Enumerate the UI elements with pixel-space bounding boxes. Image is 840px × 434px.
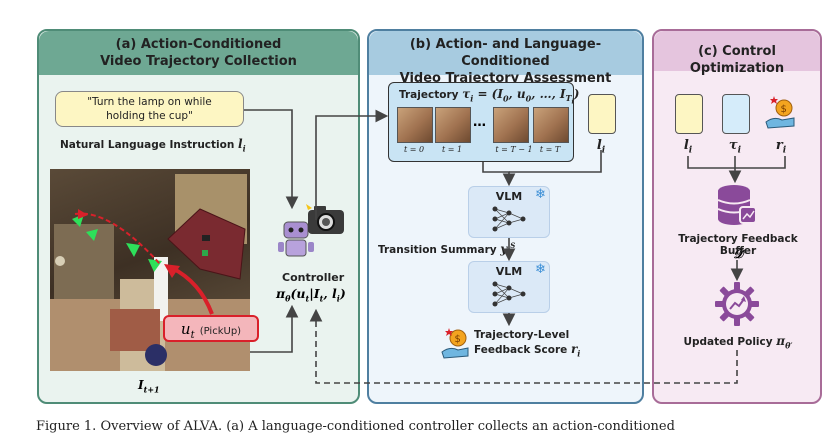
panel-b-title-line1: (b) Action- and Language-Conditioned: [409, 37, 602, 69]
database-icon: [717, 185, 757, 225]
buffer-label: Trajectory Feedback Buffer: [678, 233, 798, 257]
trajectory-ellipsis: …: [473, 115, 486, 130]
panel-c-header: (c) Control Optimization: [654, 31, 820, 76]
robot-icon: [278, 221, 314, 257]
arrow-policy-feedback-loop: [309, 308, 738, 384]
scene-red-chair: [167, 208, 246, 280]
snowflake-icon: ❄: [535, 187, 546, 202]
arrow-trajectory-to-vlm1: [482, 162, 516, 187]
scene-overlay: [55, 208, 246, 280]
trajectory-box: Trajectory τi = (I0, u0, …, ITi) … t = 0…: [388, 82, 579, 162]
scene-dark-spot: [202, 235, 210, 241]
trajectory-formula: Trajectory τi = (I0, u0, …, ITi): [399, 87, 580, 106]
feedback-score-label: Trajectory-Level Feedback Score ri: [474, 329, 581, 359]
instruction-card-b: [588, 94, 616, 134]
action-callout-arrow: [164, 264, 214, 315]
card-label-r: ri: [775, 138, 787, 156]
arrow-scene-to-controller: [250, 304, 299, 353]
gear-policy-icon: [715, 282, 759, 326]
policy-label: Updated Policy πθ′: [683, 334, 793, 351]
scene-green-marker-3: [126, 243, 140, 257]
figure-caption: Figure 1. Overview of ALVA. (a) A langua…: [36, 419, 675, 434]
instruction-text-line1: "Turn the lamp on while: [87, 96, 212, 108]
action-text: (PickUp): [199, 326, 242, 337]
controller-formula: πθ(ut|It, li): [276, 286, 346, 304]
scene-white-panel: [154, 257, 168, 321]
instruction-card-b-label: li: [596, 138, 606, 156]
reward-hand-icon: $: [441, 328, 469, 359]
trajectory-frame-t: [533, 107, 569, 143]
neural-net-icon: [492, 206, 526, 232]
scene-trajectory-path: [74, 212, 161, 265]
trajectory-frame-t-minus-1: [493, 107, 529, 143]
frame-label-1: t = 1: [441, 145, 463, 154]
frame-label-t-minus-1: t = T − 1: [495, 145, 533, 154]
svg-text:$: $: [455, 334, 461, 345]
arrow-instruction-to-controller: [244, 109, 299, 210]
panel-a-title-line2: Video Trajectory Collection: [100, 54, 297, 69]
buffer-symbol: 𝒟: [733, 247, 743, 261]
vlm-label-1: VLM: [495, 190, 523, 203]
camera-icon: [306, 204, 344, 234]
vlm-label-2: VLM: [495, 265, 523, 278]
action-symbol: u: [180, 320, 191, 338]
next-frame-label: It+1: [138, 378, 160, 395]
vlm-box-1: VLM ❄: [468, 186, 550, 238]
frame-label-t: t = T: [539, 145, 561, 154]
panel-b-header: (b) Action- and Language-Conditioned Vid…: [369, 31, 642, 86]
scene-round-object: [55, 256, 65, 266]
svg-text:$: $: [781, 104, 787, 115]
environment-scene-image: [50, 169, 250, 371]
snowflake-icon: ❄: [535, 262, 546, 277]
action-badge: ut (PickUp): [163, 315, 259, 342]
panel-a-header: (a) Action-Conditioned Video Trajectory …: [39, 31, 358, 75]
controller-label: Controller: [282, 271, 345, 284]
instruction-card-c: [675, 94, 703, 134]
arrow-instruction-to-vlm1: [509, 150, 602, 173]
instruction-caption: Natural Language Instruction li: [60, 137, 246, 154]
frame-label-0: t = 0: [403, 145, 425, 154]
panel-a-title-line1: (a) Action-Conditioned: [115, 37, 282, 52]
trajectory-frame-1: [435, 107, 471, 143]
reward-hand-icon: $: [765, 96, 795, 129]
arrow-controller-to-trajectory: [315, 109, 389, 220]
panel-c-title: (c) Control Optimization: [689, 44, 785, 76]
instruction-symbol: l: [238, 137, 243, 151]
card-label-l: li: [683, 138, 693, 156]
scene-bowl: [145, 344, 167, 366]
scene-green-spot: [202, 250, 208, 256]
card-label-tau: τi: [728, 138, 742, 156]
scene-green-marker-2: [86, 229, 98, 241]
trajectory-frame-0: [397, 107, 433, 143]
instruction-text-line2: holding the cup": [106, 110, 193, 122]
instruction-bubble: "Turn the lamp on while holding the cup": [55, 91, 244, 127]
vlm-box-2: VLM ❄: [468, 261, 550, 313]
neural-net-icon: [492, 281, 526, 307]
arrow-cards-merge: [687, 156, 786, 169]
scene-trajectory-arrowhead: [78, 209, 88, 219]
trajectory-card-c: [722, 94, 750, 134]
